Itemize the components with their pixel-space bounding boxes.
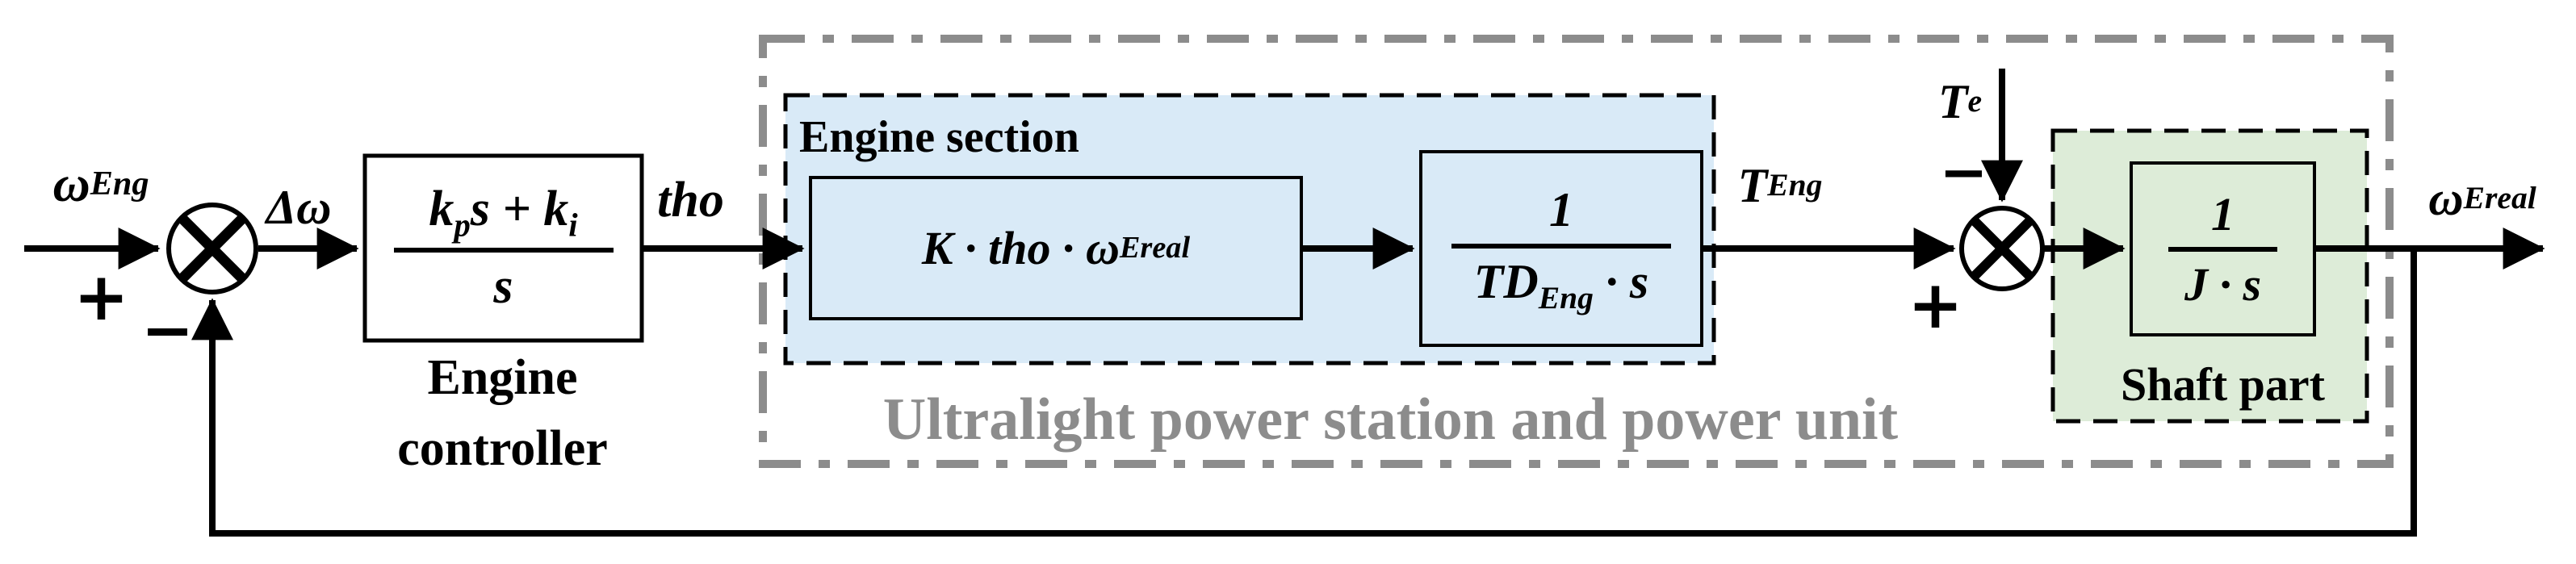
- omega-ereal-sub: Ereal: [2463, 180, 2536, 216]
- t-e-sub: e: [1967, 83, 1983, 119]
- engine-lag-transfer-function: 1 TDEng · s: [1421, 152, 1702, 345]
- controller-caption-line1: Engine: [427, 349, 578, 405]
- omega-eng-sub: Eng: [90, 164, 149, 203]
- shaft-fraction-bar: [2168, 246, 2277, 252]
- engine-lag-den-td: TD: [1473, 255, 1539, 309]
- summing-junction-1-x: [178, 214, 247, 283]
- engine-gain-expr: K · tho · ω: [921, 222, 1120, 274]
- shaft-block: [2130, 161, 2316, 336]
- shaft-denominator: J · s: [2184, 257, 2262, 311]
- shaft-transfer-function: 1 J · s: [2131, 163, 2314, 335]
- delta-omega-label: Δω: [266, 180, 332, 234]
- sum2-plus-sign: +: [1908, 266, 1963, 344]
- controller-num-mid: s + k: [470, 181, 569, 236]
- engine-lag-den-s: · s: [1593, 255, 1649, 309]
- t-eng-base: T: [1737, 158, 1768, 212]
- controller-caption-line2: controller: [397, 421, 608, 476]
- controller-num-k: k: [429, 181, 454, 236]
- engine-lag-numerator: 1: [1549, 183, 1573, 237]
- sum1-minus-sign: −: [140, 295, 195, 367]
- engine-gain-block: [809, 176, 1303, 320]
- sum1-plus-sign: +: [73, 258, 129, 336]
- engine-lag-block: [1419, 150, 1703, 347]
- shaft-part-label: Shaft part: [2121, 357, 2325, 411]
- feedback-line: [191, 249, 2417, 537]
- t-eng-sub: Eng: [1767, 167, 1823, 203]
- engine-gain-expr-sub: Ereal: [1119, 231, 1191, 265]
- sum2-minus-sign: −: [1939, 138, 1988, 206]
- controller-transfer-function: kps + ki s: [365, 156, 642, 340]
- controller-caption: Engine controller: [343, 349, 662, 478]
- controller-fraction-bar: [393, 248, 614, 253]
- engine-lag-den-sub: Eng: [1538, 280, 1594, 316]
- controller-num-sub-i: i: [568, 207, 578, 244]
- tho-label: tho: [657, 172, 724, 228]
- omega-eng-base: ω: [52, 155, 90, 212]
- engine-section-label: Engine section: [799, 112, 1079, 162]
- controller-num-sub-p: p: [454, 207, 471, 244]
- outer-boundary-label: Ultralight power station and power unit: [882, 386, 1899, 453]
- engine-lag-denominator: TDEng · s: [1474, 254, 1649, 315]
- engine-lag-fraction-bar: [1451, 244, 1671, 249]
- omega-ereal-base: ω: [2428, 171, 2464, 225]
- shaft-numerator: 1: [2211, 187, 2235, 240]
- controller-numerator: kps + ki: [429, 181, 577, 242]
- t-e-base: T: [1937, 74, 1968, 128]
- controller-denominator: s: [493, 259, 513, 315]
- summing-junction-2-x: [1970, 216, 2034, 281]
